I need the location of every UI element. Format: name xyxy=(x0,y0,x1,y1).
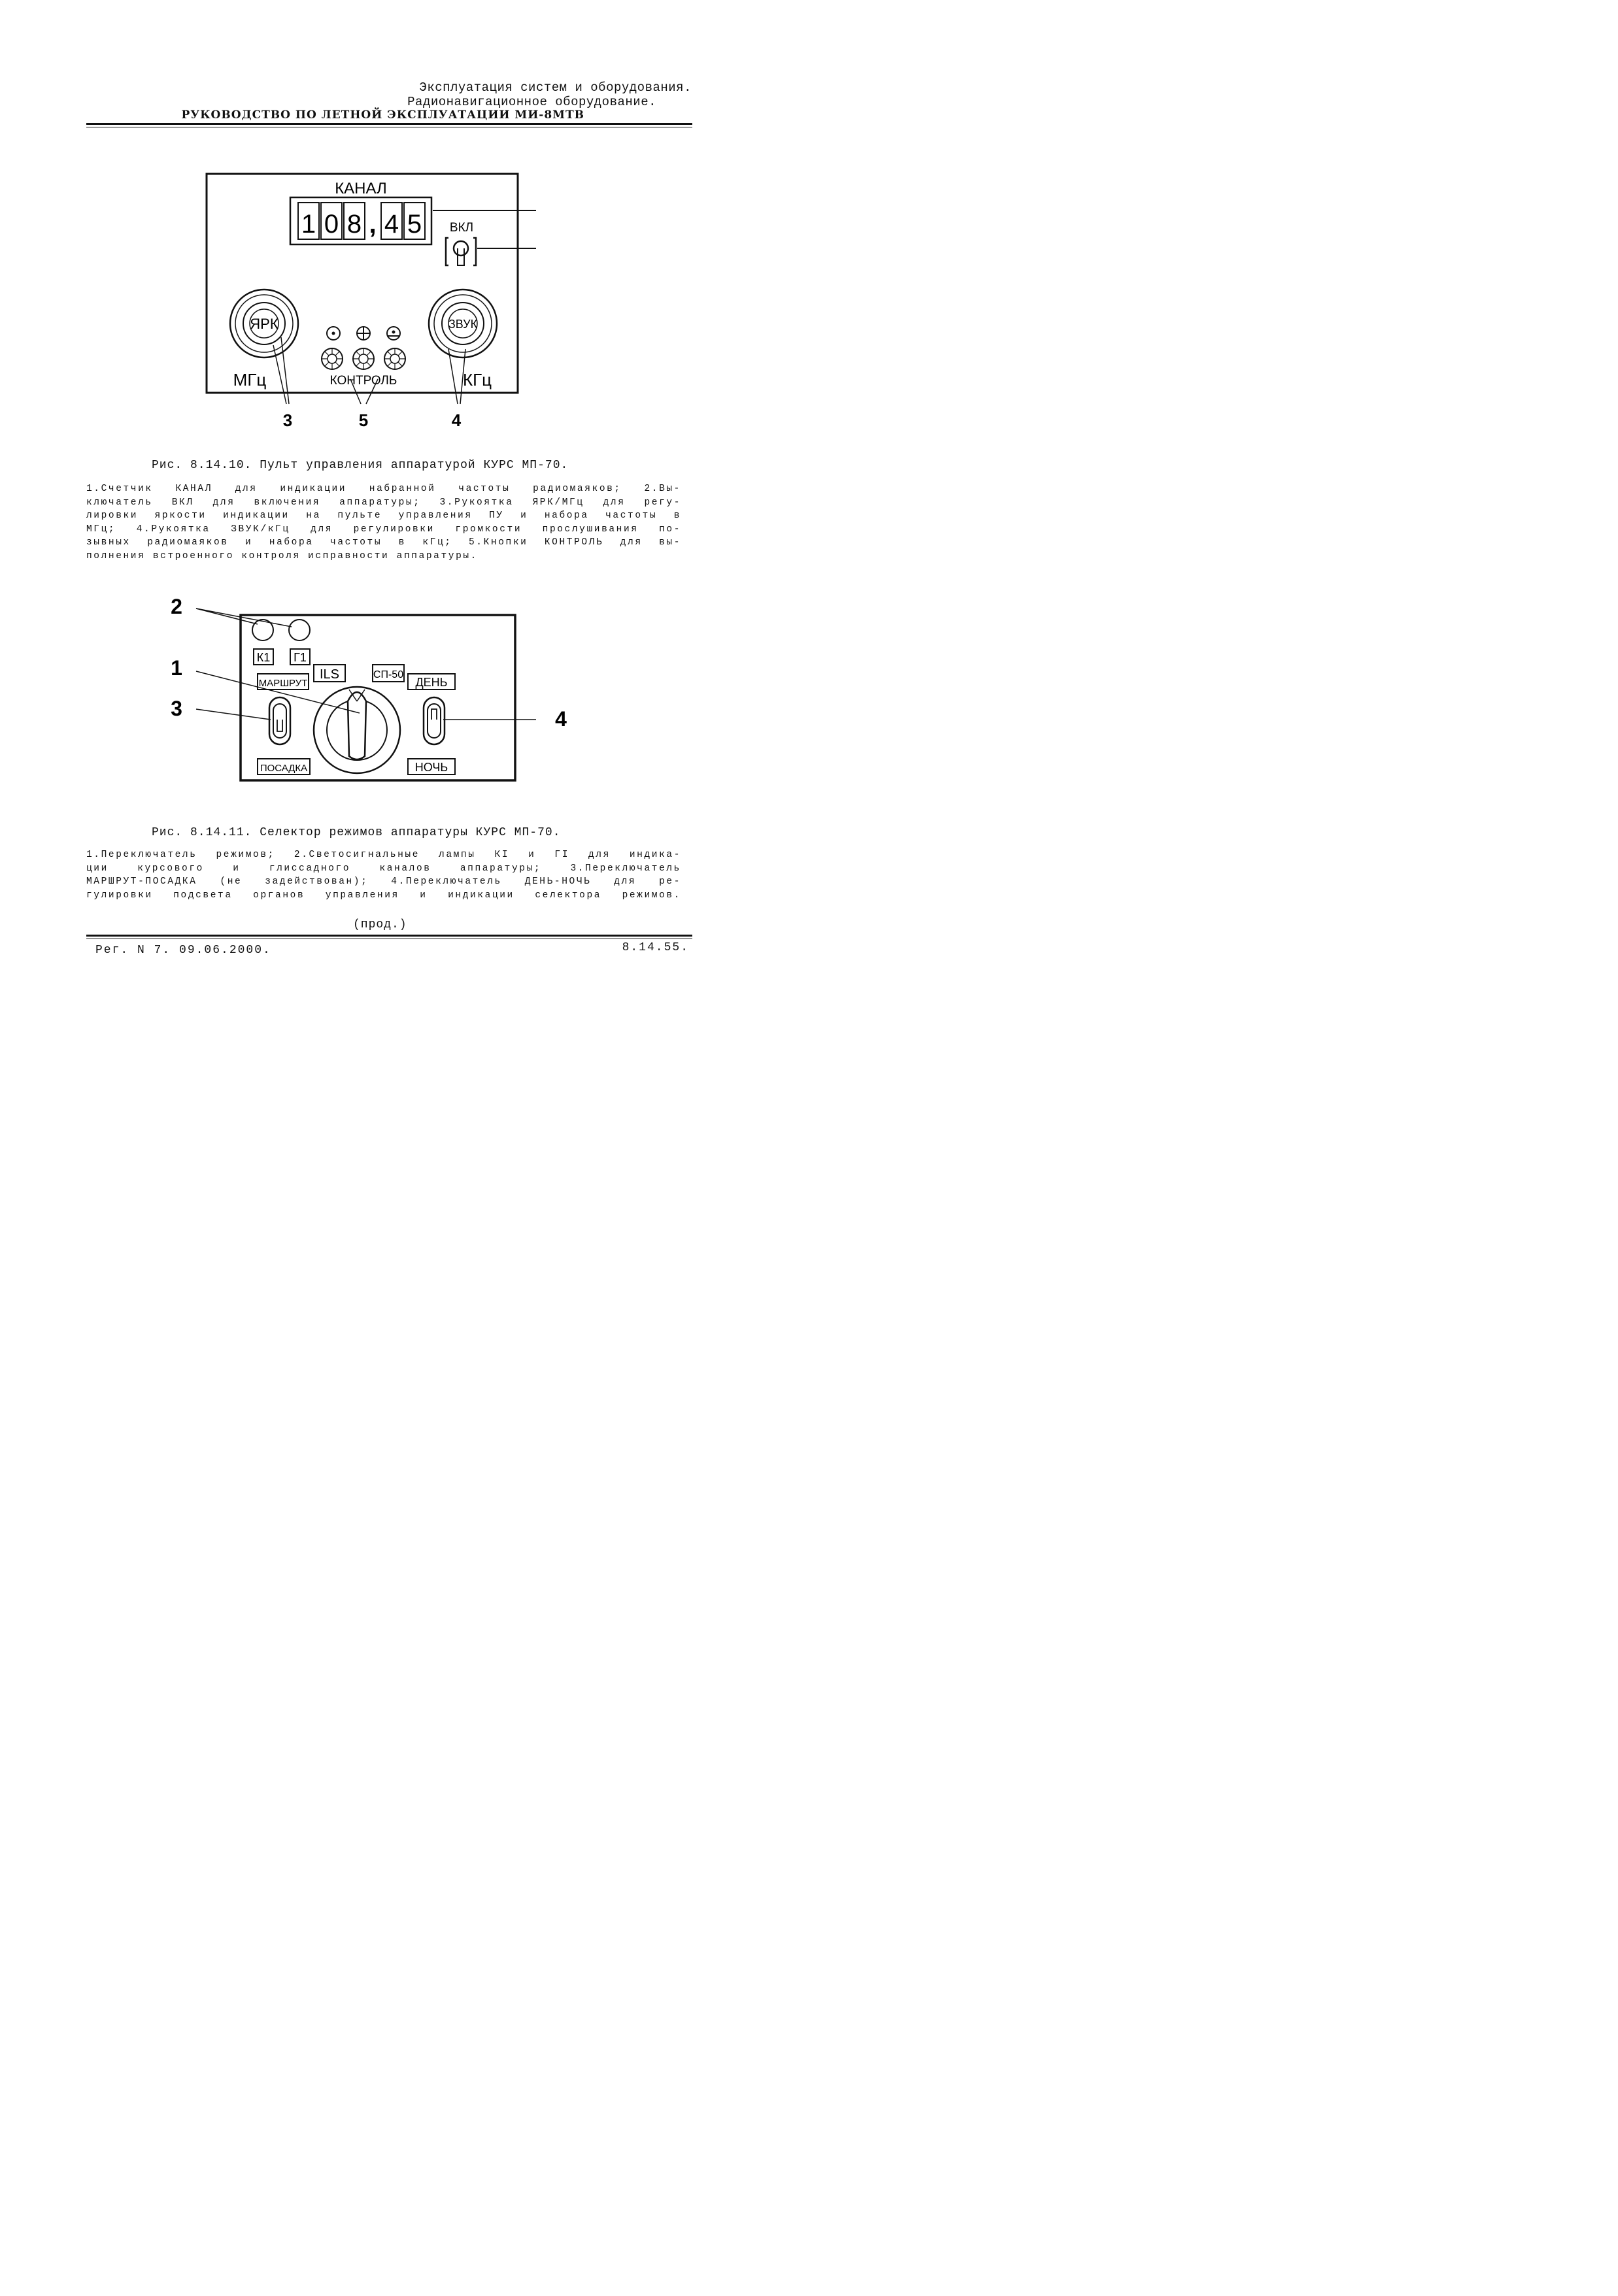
den-noch-switch[interactable] xyxy=(422,696,446,746)
mhz-label: МГц xyxy=(233,370,267,390)
counter-digit: 4 xyxy=(384,210,399,239)
description-line: гулировки подсвета органов управления и … xyxy=(86,890,681,901)
k1-label: К1 xyxy=(257,651,271,664)
footer-rule xyxy=(86,935,692,937)
zvuk-khz-knob[interactable]: ЗВУК xyxy=(428,288,498,359)
description-line: полнения встроенного контроля исправност… xyxy=(86,550,478,561)
control-indicators xyxy=(326,326,401,341)
counter-digit: 8 xyxy=(347,210,362,239)
callout-1: 1 xyxy=(171,656,182,680)
page-number: 8.14.55. xyxy=(622,941,689,954)
header-title: РУКОВОДСТВО ПО ЛЕТНОЙ ЭКСПЛУАТАЦИИ МИ-8М… xyxy=(181,108,584,122)
counter-comma: , xyxy=(369,210,376,239)
figure1-caption: Рис. 8.14.10. Пульт управления аппаратур… xyxy=(152,459,569,472)
marshrut-posadka-switch[interactable] xyxy=(268,696,292,746)
continued-label: (прод.) xyxy=(353,918,407,931)
control-label: КОНТРОЛЬ xyxy=(330,374,397,388)
vkl-label: ВКЛ xyxy=(450,221,473,235)
noch-label: НОЧЬ xyxy=(415,761,448,774)
counter-digit: 0 xyxy=(324,210,339,239)
ils-label: ILS xyxy=(320,667,339,682)
sp50-label: СП-50 xyxy=(373,669,403,680)
description-line: 1.Переключатель режимов; 2.Светосигнальн… xyxy=(86,850,681,860)
canal-label: КАНАЛ xyxy=(335,180,387,197)
callout-3: 3 xyxy=(283,410,292,430)
header-rule xyxy=(86,123,692,125)
description-line: ключатель ВКЛ для включения аппаратуры; … xyxy=(86,497,681,508)
description-line: зывных радиомаяков и набора частоты в кГ… xyxy=(86,537,681,548)
khz-label: КГц xyxy=(463,370,492,390)
header-line-2: Радионавигационное оборудование. xyxy=(407,95,656,109)
figure2-description: 1.Переключатель режимов; 2.Светосигнальн… xyxy=(86,848,681,902)
marshrut-label: МАРШРУТ xyxy=(259,678,308,689)
figure2-caption: Рис. 8.14.11. Селектор режимов аппаратур… xyxy=(152,826,561,839)
lamp-k1: К1 xyxy=(252,619,274,665)
mode-rotary-selector[interactable] xyxy=(312,686,401,774)
control-buttons[interactable] xyxy=(321,348,406,370)
description-line: лировки яркости индикации на пульте упра… xyxy=(86,510,681,521)
den-label: ДЕНЬ xyxy=(415,676,447,689)
description-line: 1.Счетчик КАНАЛ для индикации набранной … xyxy=(86,484,681,494)
yark-label: ЯРК xyxy=(250,316,278,332)
zvuk-label: ЗВУК xyxy=(448,318,478,331)
posadka-label: ПОСАДКА xyxy=(260,763,307,774)
callout-4: 4 xyxy=(555,707,567,731)
callout-5: 5 xyxy=(359,410,368,430)
callout-3: 3 xyxy=(171,697,182,720)
header-line-1: Эксплуатация систем и оборудования. xyxy=(419,80,692,95)
callout-4: 4 xyxy=(452,410,462,430)
callout-2: 2 xyxy=(171,595,182,618)
description-line: МАРШРУТ-ПОСАДКА (не задействован); 4.Пер… xyxy=(86,876,681,887)
lamp-g1: Г1 xyxy=(288,619,311,665)
g1-label: Г1 xyxy=(294,651,307,664)
counter-digit: 1 xyxy=(301,210,316,239)
figure-mode-selector: К1 Г1 МАРШРУТ ILS СП-50 ДЕНЬ ПОСАДКА НОЧ… xyxy=(171,595,567,782)
vkl-toggle-switch[interactable] xyxy=(445,237,477,267)
figure1-description: 1.Счетчик КАНАЛ для индикации набранной … xyxy=(86,482,681,563)
description-line: МГц; 4.Рукоятка ЗВУК/кГц для регулировки… xyxy=(86,524,681,535)
counter-digit: 5 xyxy=(407,210,422,239)
yark-mhz-knob[interactable]: ЯРК xyxy=(229,288,299,359)
description-line: ции курсового и глиссадного каналов аппа… xyxy=(86,863,681,874)
registration-number: Рег. N 7. 09.06.2000. xyxy=(95,944,271,957)
figure-control-panel: КАНАЛ 1 0 8 , 4 5 ВКЛ ЯРК ЗВУК xyxy=(205,173,536,430)
channel-counter: 1 0 8 , 4 5 xyxy=(297,202,426,240)
